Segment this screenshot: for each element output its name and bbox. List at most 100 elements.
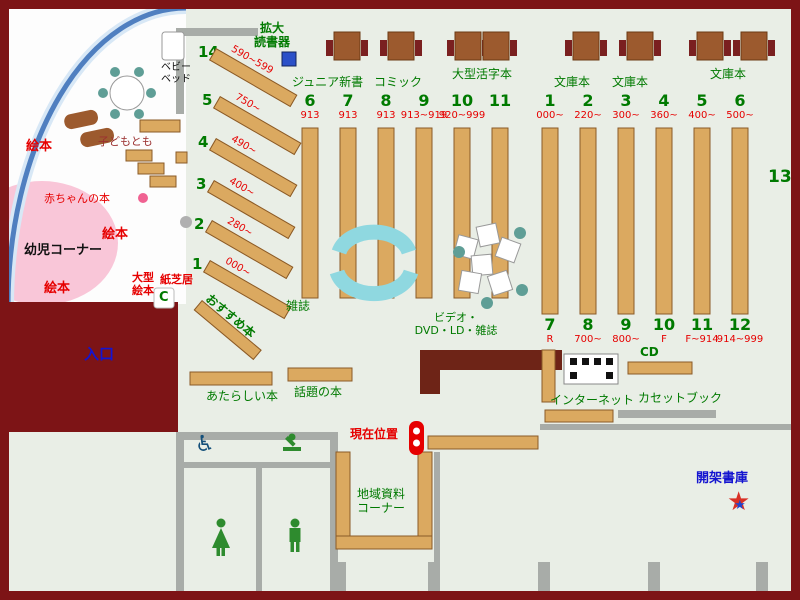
shelf-number: 9 (418, 91, 430, 110)
label-baby-books: 赤ちゃんの本 (44, 192, 110, 205)
bookshelf-columns-b (541, 127, 749, 315)
shelf-number: 8 (380, 91, 392, 110)
shelf-range: 000~ (536, 109, 564, 121)
shelf-range: 914~999 (716, 333, 764, 345)
shelf-number: 4 (658, 91, 670, 110)
label-large-picture-books: 大型 絵本 (132, 271, 154, 297)
shelf-number: 9 (620, 315, 632, 334)
label-internet: インターネット (550, 393, 635, 407)
shelf-range: 300~ (612, 109, 640, 121)
shelf-number: 5 (696, 91, 708, 110)
label-bunko-3: 文庫本 (710, 67, 747, 81)
label-shelf-13: 13 (768, 167, 792, 187)
label-cassette-books: カセットブック (638, 391, 723, 405)
open-stacks-star-inner-icon: ★ (734, 498, 746, 513)
infant-corner-area (0, 181, 118, 305)
label-picture-books-3: 絵本 (44, 281, 71, 296)
shelf-range: R (546, 333, 554, 345)
diag-number-3: 3 (196, 175, 207, 193)
label-kamishibai: 紙芝居 (160, 273, 193, 286)
label-kodomo-no-tomo: 子どもとも (98, 135, 153, 148)
shelf-number: 7 (544, 315, 556, 334)
shelf-range: 913 (338, 109, 358, 121)
entrance-block (8, 302, 178, 432)
label-magazines: 雑誌 (286, 299, 311, 313)
shelf-range: 700~ (574, 333, 602, 345)
label-local-materials-corner: 地域資料 コーナー (356, 487, 405, 515)
browsing-seats (453, 222, 528, 309)
kamishibai-c-mark: C (159, 290, 169, 305)
gray-stool (180, 216, 192, 228)
internet-desk (563, 353, 619, 385)
shelf-number: 6 (304, 91, 316, 110)
label-video-corner: ビデオ・ DVD・LD・雑誌 (414, 311, 498, 337)
label-topical-books: 話題の本 (294, 385, 343, 399)
magnifier-device (281, 51, 297, 67)
shelf-number: 11 (690, 315, 714, 334)
label-current-location: 現在位置 (350, 427, 399, 441)
label-bunko-2: 文庫本 (612, 75, 649, 89)
shelf-number: 2 (582, 91, 594, 110)
label-new-books: あたらしい本 (206, 389, 279, 403)
interior-walls (176, 28, 792, 592)
shelf-range: 913 (376, 109, 396, 121)
shelf-number: 12 (728, 315, 752, 334)
baby-change-icon (283, 433, 301, 451)
label-cd: CD (640, 345, 659, 359)
reading-tables (326, 31, 775, 61)
label-baby-bed: ベビー ベッド (161, 62, 191, 85)
shelf-number: 11 (488, 91, 512, 110)
label-open-stacks: 開架書庫 (696, 471, 749, 486)
shelf-number: 8 (582, 315, 594, 334)
label-picture-books-1: 絵本 (26, 139, 53, 154)
shelf-range: F (661, 333, 667, 345)
shelf-range: F~914 (685, 333, 719, 345)
shelf-number: 10 (652, 315, 676, 334)
label-infant-corner: 幼児コーナー (24, 243, 103, 258)
shelf-range: 920~999 (438, 109, 486, 121)
kids-tables (64, 109, 114, 148)
diag-number-4: 4 (198, 133, 209, 151)
diag-number-1: 1 (192, 255, 203, 273)
shelf-label-a11: 11 (476, 92, 524, 110)
magazine-rack-arcs (329, 224, 419, 302)
shelf-number: 7 (342, 91, 354, 110)
open-stacks-star-icon: ★ (727, 487, 751, 517)
diag-number-5: 5 (202, 91, 213, 109)
baby-bed-shape (161, 31, 185, 61)
service-counter (420, 350, 562, 394)
pink-seat (138, 193, 148, 203)
current-location-marker (409, 421, 424, 455)
shelf-range: 400~ (688, 109, 716, 121)
shelf-range: 220~ (574, 109, 602, 121)
label-magnifier-reader: 拡大 読書器 (253, 21, 290, 49)
shelf-number: 10 (450, 91, 474, 110)
shelf-range: 360~ (650, 109, 678, 121)
shelf-number: 3 (620, 91, 632, 110)
shelf-range: 913~919 (400, 109, 448, 121)
wheelchair-icon: ♿ (195, 432, 215, 457)
label-entrance: 入口 (84, 345, 115, 363)
kamishibai-stand (153, 287, 175, 309)
children-round-table (98, 67, 156, 119)
label-comic: コミック (374, 75, 423, 89)
misc-shelves (125, 119, 693, 550)
male-toilet-icon (289, 518, 301, 552)
window-arc-wall (5, 5, 187, 307)
label-picture-books-2: 絵本 (102, 227, 129, 242)
shelf-number: 6 (734, 91, 746, 110)
